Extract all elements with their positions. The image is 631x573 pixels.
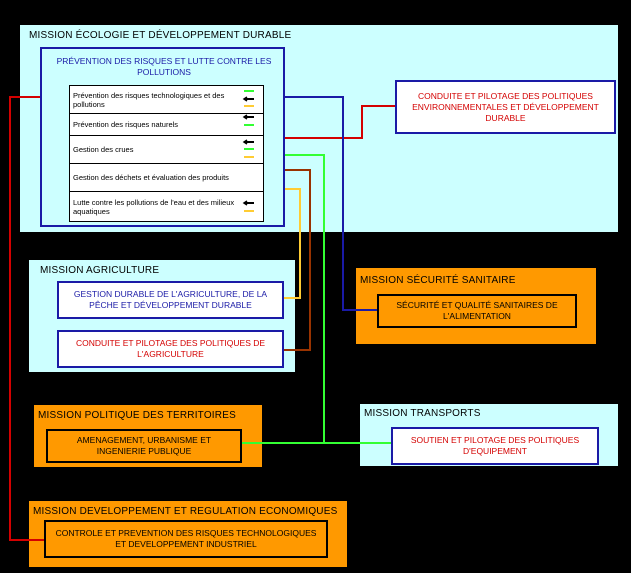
transports-program-box[interactable]: SOUTIEN ET PILOTAGE DES POLITIQUES D'EQU… bbox=[391, 427, 599, 465]
table-row[interactable]: Prévention des risques naturels bbox=[70, 114, 263, 136]
action-label: Gestion des déchets et évaluation des pr… bbox=[73, 173, 229, 182]
mission-transports-title: MISSION TRANSPORTS bbox=[364, 408, 481, 419]
arrows-row-2 bbox=[242, 114, 254, 126]
ecologie-side-program-box[interactable]: CONDUITE ET PILOTAGE DES POLITIQUES ENVI… bbox=[395, 80, 616, 134]
table-row[interactable]: Gestion des crues bbox=[70, 136, 263, 164]
mission-securite-title: MISSION SÉCURITÉ SANITAIRE bbox=[360, 275, 516, 286]
connector-brown bbox=[264, 169, 311, 351]
mission-economie-title: MISSION DEVELOPPEMENT ET REGULATION ECON… bbox=[33, 506, 338, 517]
connector-yellow bbox=[284, 188, 301, 299]
action-label: Gestion des crues bbox=[73, 145, 134, 154]
securite-program-box[interactable]: SÉCURITÉ ET QUALITÉ SANITAIRES DE L'ALIM… bbox=[377, 294, 577, 328]
action-label: Prévention des risques technologiques et… bbox=[73, 90, 225, 109]
mission-agriculture-title: MISSION AGRICULTURE bbox=[40, 265, 160, 276]
arrows-row-5 bbox=[242, 200, 254, 212]
arrows-row-1 bbox=[242, 90, 254, 107]
table-row[interactable]: Prévention des risques technologiques et… bbox=[70, 86, 263, 114]
connector-red-right bbox=[284, 105, 395, 139]
connector-blue bbox=[263, 96, 377, 311]
connector-green-1 bbox=[284, 154, 391, 444]
table-row[interactable]: Lutte contre les pollutions de l'eau et … bbox=[70, 192, 263, 221]
agriculture-program-gestion-durable[interactable]: GESTION DURABLE DE L'AGRICULTURE, DE LA … bbox=[57, 281, 284, 319]
mission-territoires-title: MISSION POLITIQUE DES TERRITOIRES bbox=[38, 410, 236, 421]
territoires-program-box[interactable]: AMENAGEMENT, URBANISME ET INGENIERIE PUB… bbox=[46, 429, 242, 463]
mission-ecologie-title: MISSION ÉCOLOGIE ET DÉVELOPPEMENT DURABL… bbox=[29, 30, 292, 41]
action-label: Lutte contre les pollutions de l'eau et … bbox=[73, 197, 235, 216]
table-row[interactable]: Gestion des déchets et évaluation des pr… bbox=[70, 164, 263, 192]
agriculture-program-conduite[interactable]: CONDUITE ET PILOTAGE DES POLITIQUES DE L… bbox=[57, 330, 284, 368]
action-label: Prévention des risques naturels bbox=[73, 120, 179, 129]
arrows-row-3 bbox=[242, 139, 254, 158]
economie-program-box[interactable]: CONTROLE ET PREVENTION DES RISQUES TECHN… bbox=[44, 520, 328, 558]
ecologie-program-title: PRÉVENTION DES RISQUES ET LUTTE CONTRE L… bbox=[56, 56, 272, 77]
ecologie-actions-table: Prévention des risques technologiques et… bbox=[69, 85, 264, 222]
